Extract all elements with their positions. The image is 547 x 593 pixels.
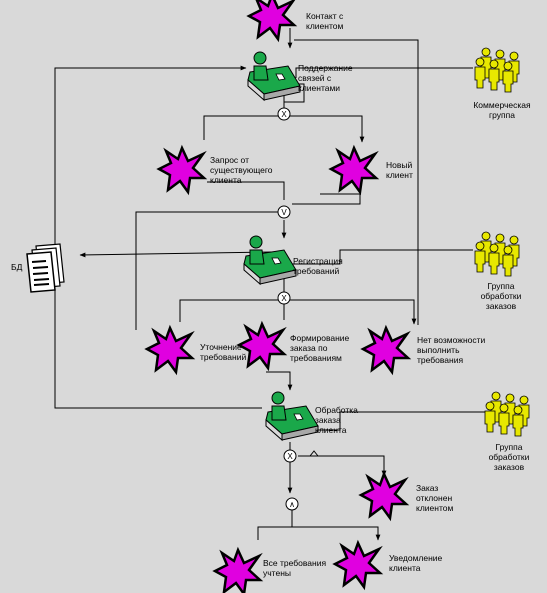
svg-text:V: V: [281, 208, 287, 217]
label-cannot-fulfill: Нет возможности выполнить требования: [417, 335, 486, 365]
xor-connector-2: X: [277, 291, 291, 305]
event-contact: [247, 0, 296, 41]
label-all-met: Все требования учтены: [263, 558, 327, 578]
label-order-group-1: Группа обработки заказов: [480, 281, 522, 311]
org-unit-commercial: [475, 48, 519, 92]
connection-lines: [54, 28, 485, 541]
label-processing: Обработка заказа клиента: [315, 405, 358, 435]
xor-connector-1: X: [277, 107, 291, 121]
function-processing: [265, 391, 319, 441]
event-request-existing: [157, 146, 206, 194]
label-maintain: Поддержание связей с клиентами: [298, 63, 353, 93]
label-db: БД: [11, 262, 23, 272]
org-unit-order-group-1: [475, 232, 519, 276]
database-document-icon: [26, 243, 65, 293]
event-order-rejected: [359, 472, 408, 520]
label-order-rejected: Заказ отклонен клиентом: [416, 483, 454, 513]
label-new-client: Новый клиент: [386, 160, 413, 180]
event-client-notice: [333, 541, 382, 589]
event-clarification: [145, 326, 194, 374]
label-clarification: Уточнение требований: [200, 342, 247, 362]
svg-text:X: X: [281, 110, 287, 119]
and-connector: ∧: [285, 497, 299, 511]
event-new-client: [329, 146, 378, 194]
event-cannot-fulfill: [361, 326, 410, 374]
xor-connector-3: X: [283, 449, 297, 463]
org-unit-order-group-2: [485, 392, 529, 436]
label-client-notice: Уведомление клиента: [389, 553, 443, 573]
label-order-group-2: Группа обработки заказов: [488, 442, 530, 472]
svg-text:X: X: [287, 452, 293, 461]
label-request-existing: Запрос от существующего клиента: [210, 155, 273, 185]
label-commercial: Коммерческая группа: [473, 100, 531, 120]
svg-text:X: X: [281, 294, 287, 303]
function-maintain: [247, 51, 301, 101]
event-all-met: [213, 548, 262, 593]
label-contact: Контакт с клиентом: [306, 11, 344, 31]
or-connector: V: [277, 205, 291, 219]
svg-text:∧: ∧: [289, 500, 295, 509]
label-registration: Регистрация требований: [293, 256, 343, 276]
label-order-formed: Формирование заказа по требованиям: [290, 333, 350, 363]
function-registration: [243, 235, 297, 285]
